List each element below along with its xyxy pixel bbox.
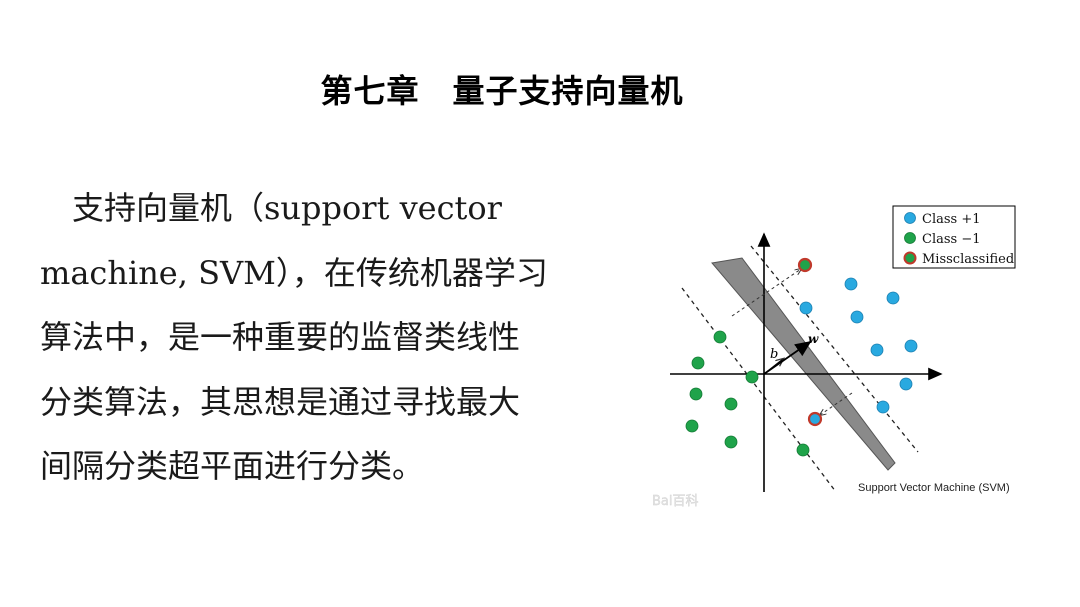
baidu-watermark: Bai百科: [652, 494, 699, 509]
point-class-pos: [850, 310, 864, 324]
legend-label-class-pos: Class +1: [922, 212, 981, 227]
point-class-pos: [899, 377, 913, 391]
data-points: [685, 257, 918, 457]
point-class-pos: [844, 277, 858, 291]
point-misclassified: [807, 411, 823, 427]
w-label: w: [808, 332, 819, 346]
legend-marker-class-pos: [904, 212, 916, 224]
point-class-pos: [799, 301, 813, 315]
hyperplane: [711, 257, 896, 471]
error-guide-top: [731, 269, 801, 317]
point-class-neg: [685, 419, 699, 433]
point-class-pos: [904, 339, 918, 353]
b-label: b: [770, 347, 778, 362]
svm-description: 支持向量机（support vector machine, SVM），在传统机器…: [40, 176, 610, 499]
point-class-neg: [691, 356, 705, 370]
point-class-neg: [745, 370, 759, 384]
svm-diagram: b w Class +1 Class −1 Missclassified Sup…: [648, 196, 1028, 516]
point-class-neg: [796, 443, 810, 457]
point-class-pos: [870, 343, 884, 357]
point-class-neg: [724, 397, 738, 411]
legend-label-misclassified: Missclassified: [922, 252, 1014, 267]
margin-line-lower: [681, 287, 837, 493]
point-class-neg: [724, 435, 738, 449]
legend: Class +1 Class −1 Missclassified: [892, 205, 1016, 269]
point-class-neg: [689, 387, 703, 401]
point-misclassified: [797, 257, 813, 273]
legend-label-class-neg: Class −1: [922, 232, 981, 247]
paragraph-line: 分类算法，其思想是通过寻找最大: [40, 382, 521, 421]
legend-marker-class-neg: [904, 232, 916, 244]
slide-title: 第七章 量子支持向量机: [320, 72, 684, 110]
point-class-pos: [886, 291, 900, 305]
paragraph-line: 支持向量机（support vector: [40, 189, 502, 227]
point-class-neg: [713, 330, 727, 344]
paragraph-line: 间隔分类超平面进行分类。: [40, 447, 425, 485]
error-guide-bottom: [820, 392, 853, 415]
paragraph-line: 算法中，是一种重要的监督类线性: [40, 318, 521, 356]
w-normal-vector: [763, 340, 812, 375]
legend-marker-misclassified: [903, 251, 917, 265]
figure-caption: Support Vector Machine (SVM): [858, 482, 1010, 494]
point-class-pos: [876, 400, 890, 414]
paragraph-line: machine, SVM），在传统机器学习: [40, 253, 548, 292]
